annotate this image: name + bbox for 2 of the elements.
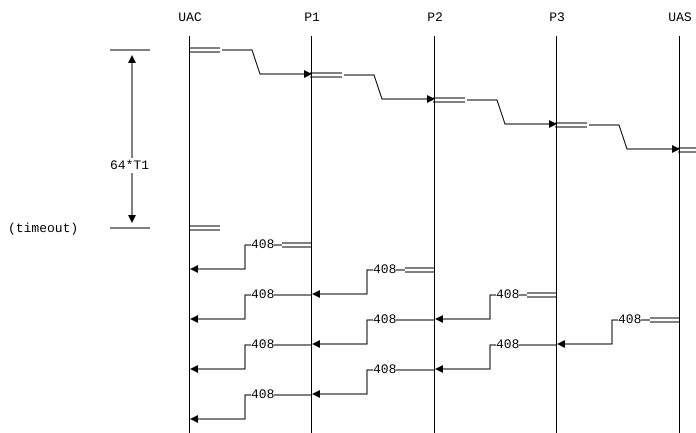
note-text: (timeout)	[8, 221, 78, 236]
dimension-label: 64*T1	[110, 158, 150, 173]
